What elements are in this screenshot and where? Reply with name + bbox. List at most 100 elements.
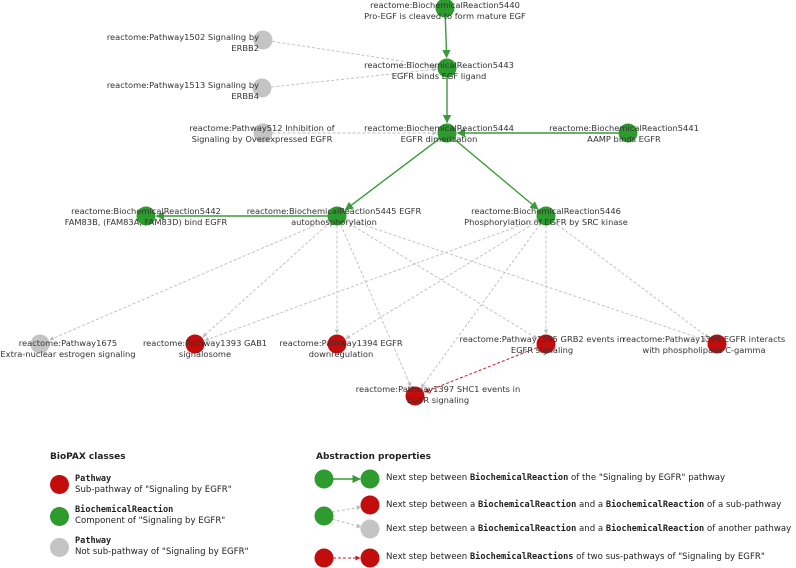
legend-pathway-class: Pathway [75,474,112,484]
node-label-name: signalosome [179,349,231,359]
node-circle[interactable] [252,78,272,98]
edge-r5445-to-pplc [345,218,708,342]
edge-r5446-to-p1393 [204,218,538,342]
node-label-id: reactome:BiochemicalReaction5441 [549,123,699,133]
node-label-id: reactome:Pathway512 Inhibition of [189,123,335,133]
node-label-id: reactome:BiochemicalReaction5445 EGFR [247,206,422,216]
node-circle[interactable] [536,206,556,226]
edge-r5445-to-p1393 [202,222,331,338]
node-circle[interactable] [253,123,273,143]
row4-pre: Next step between [386,552,470,562]
node-label-name: ERBB2 [231,43,259,53]
legend-external-dot [50,538,69,557]
graph-node-pplc[interactable]: reactome:Pathway1396 EGFR interactswith … [623,334,785,355]
legend-pathway-desc: Sub-pathway of "Signaling by EGFR" [75,485,232,495]
row4-post: of two sus-pathways of "Signaling by EGF… [573,552,765,562]
node-label-name: Phosphorylation of EGFR by SRC kinase [464,217,628,227]
row3-class-b: BiochemicalReaction [605,524,705,534]
legend-main-from-node [314,469,334,489]
node-circle[interactable] [437,58,457,78]
legend-pathway-dot [50,475,69,494]
legend-main-to-node [360,469,380,489]
row4-class: BiochemicalReactions [469,552,574,562]
node-circle[interactable] [707,334,727,354]
node-label-id: reactome:BiochemicalReaction5446 [471,206,621,216]
edge-r5445-to-pgrb2 [344,220,538,339]
legend-classes-title: BioPAX classes [50,452,126,462]
abstraction-legend: Abstraction properties Next step between… [300,440,796,568]
node-circle[interactable] [30,334,50,354]
node-circle[interactable] [327,334,347,354]
abstraction-row-1: Next step between BiochemicalReaction of… [386,473,725,483]
graph-node-p512[interactable]: reactome:Pathway512 Inhibition ofSignali… [189,123,335,144]
legend-subpath-node [360,495,380,515]
node-label-id: reactome:Pathway1502 Signaling by [107,32,259,42]
node-circle[interactable] [405,386,425,406]
edge-pgrb2-to-pshc1 [424,347,538,393]
node-circle[interactable] [437,123,457,143]
edge-p1513-to-r5443 [271,67,438,88]
node-label-id: reactome:Pathway1513 Signaling by [107,80,259,90]
row2-post: of a sub-pathway [704,500,782,510]
legend-red-from-node [314,548,334,568]
legend-external-item: Pathway Not sub-pathway of "Signaling by… [75,536,249,558]
edge-r5446-to-p1394 [345,220,539,339]
edge-r5445-to-pshc1 [340,224,412,387]
legend-reaction-desc: Component of "Signaling by EGFR" [75,516,226,526]
legend-subpath-edge [331,505,362,513]
graph-node-r5446[interactable]: reactome:BiochemicalReaction5446Phosphor… [464,206,628,227]
row3-mid: and a [576,524,606,534]
node-circle[interactable] [536,334,556,354]
biopax-classes-legend: BioPAX classes Pathway Sub-pathway of "S… [0,440,300,568]
edge-r5444-to-r5446 [453,138,539,210]
legend-abstraction-title: Abstraction properties [316,452,431,462]
graph-node-pshc1[interactable]: reactome:Pathway1397 SHC1 events inEGFR … [356,384,520,406]
graph-node-r5445[interactable]: reactome:BiochemicalReaction5445 EGFRaut… [247,206,422,227]
node-circle[interactable] [618,123,638,143]
legend-split-from-node [314,506,334,526]
node-label-name: Signaling by Overexpressed EGFR [192,134,333,144]
pathway-graph: reactome:BiochemicalReaction5440Pro-EGF … [0,0,785,406]
abstraction-row-4: Next step between BiochemicalReactions o… [386,552,765,562]
row1-class: BiochemicalReaction [469,473,569,483]
legend-otherpath-node [360,519,380,539]
edge-r5445-to-p1675 [49,219,329,341]
legend-reaction-class: BiochemicalReaction [75,505,174,515]
node-label-name: downregulation [309,349,374,359]
edge-r5446-to-pplc [553,221,709,339]
row2-mid: and a [576,500,606,510]
node-label-name: AAMP binds EGFR [587,134,661,144]
node-circle[interactable] [435,0,455,18]
node-label-id: reactome:BiochemicalReaction5443 [364,60,514,70]
legend-external-class: Pathway [75,536,112,546]
node-label-name: Extra-nuclear estrogen signaling [0,349,135,359]
abstraction-legend-glyphs [314,469,380,568]
node-label-id: reactome:BiochemicalReaction5440 [370,0,520,10]
node-circle[interactable] [136,206,156,226]
abstraction-row-2: Next step between a BiochemicalReaction … [386,500,781,510]
graph-node-r5440[interactable]: reactome:BiochemicalReaction5440Pro-EGF … [364,0,526,21]
legend-reaction-item: BiochemicalReaction Component of "Signal… [75,505,225,527]
node-label-id: reactome:BiochemicalReaction5444 [364,123,514,133]
node-layer: reactome:BiochemicalReaction5440Pro-EGF … [0,0,785,406]
node-circle[interactable] [253,30,273,50]
node-circle[interactable] [185,334,205,354]
edge-r5440-to-r5443 [442,17,451,59]
row2-class-b: BiochemicalReaction [605,500,705,510]
abstraction-row-3: Next step between a BiochemicalReaction … [386,524,791,534]
graph-node-pgrb2[interactable]: reactome:Pathway1395 GRB2 events inEGFR … [459,334,624,355]
legend-reaction-dot [50,507,69,526]
graph-node-r5442[interactable]: reactome:BiochemicalReaction5442FAM83B, … [65,206,228,227]
node-circle[interactable] [327,206,347,226]
row3-class-a: BiochemicalReaction [477,524,577,534]
row2-class-a: BiochemicalReaction [477,500,577,510]
edge-r5446-to-pshc1 [420,223,541,388]
